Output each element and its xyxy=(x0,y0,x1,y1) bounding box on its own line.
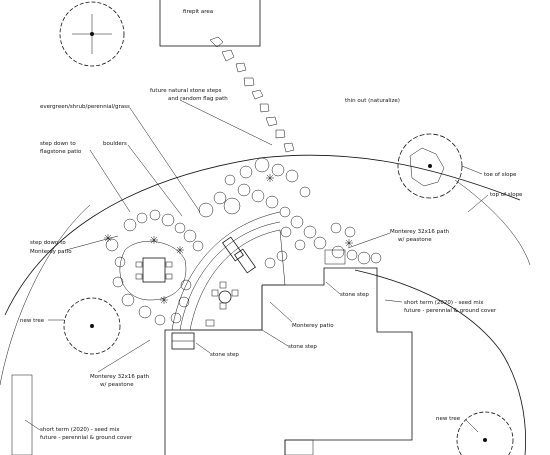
leader-lines xyxy=(24,99,489,433)
monterey-patio-area xyxy=(171,211,286,331)
firepit-area xyxy=(159,0,261,47)
label-monterey-path-low-2: w/ peastone xyxy=(100,382,134,388)
lower-left-structure xyxy=(11,374,33,455)
planting-bed xyxy=(105,157,382,326)
label-new-tree-left: new tree xyxy=(20,318,45,324)
label-evergreen: evergreen/shrub/perennial/grass xyxy=(40,104,130,110)
label-firepit: firepit area xyxy=(183,9,213,15)
perennial-symbols xyxy=(104,174,353,304)
label-step-monterey-2: Monterey patio xyxy=(30,249,72,255)
label-boulders: boulders xyxy=(103,141,127,147)
label-step-monterey-1: step down to xyxy=(30,240,66,246)
label-monterey-path-right-1: Monterey 32x16 path xyxy=(390,229,450,235)
label-short-term-right-1: short term (2020) - seed mix xyxy=(404,300,484,306)
label-future-steps-2: and random flag path xyxy=(168,96,228,102)
tree-right xyxy=(397,133,463,199)
label-short-term-low-1: short term (2020) - seed mix xyxy=(40,427,120,433)
label-monterey-path-low-1: Monterey 32x16 path xyxy=(90,374,150,380)
label-top-of-slope: top of slope xyxy=(490,192,523,198)
label-short-term-low-2: future - perennial & ground cover xyxy=(40,435,133,441)
tree-new-left xyxy=(63,297,121,355)
label-step-flagstone-2: flagstone patio xyxy=(40,149,82,155)
label-new-tree-right: new tree xyxy=(436,416,461,422)
label-toe-of-slope: toe of slope xyxy=(484,172,517,178)
label-stone-step-low: stone step xyxy=(210,352,239,358)
flagstone-patio xyxy=(119,241,187,301)
label-future-steps-1: future natural stone steps xyxy=(150,88,222,94)
tree-new-right xyxy=(456,411,514,455)
label-stone-step-mid: stone step xyxy=(288,344,317,350)
label-monterey-path-right-2: w/ peastone xyxy=(398,237,432,243)
stepping-stones xyxy=(209,36,295,153)
stone-steps xyxy=(171,249,346,350)
house-footprint xyxy=(164,267,413,455)
label-thin-out: thin out (naturalize) xyxy=(345,98,400,104)
tree-top-left xyxy=(59,1,125,67)
label-short-term-right-2: future - perennial & ground cover xyxy=(404,308,497,314)
label-step-flagstone-1: step down to xyxy=(40,141,76,147)
label-stone-step-right: stone step xyxy=(340,292,369,298)
label-monterey-patio: Monterey patio xyxy=(292,323,334,329)
